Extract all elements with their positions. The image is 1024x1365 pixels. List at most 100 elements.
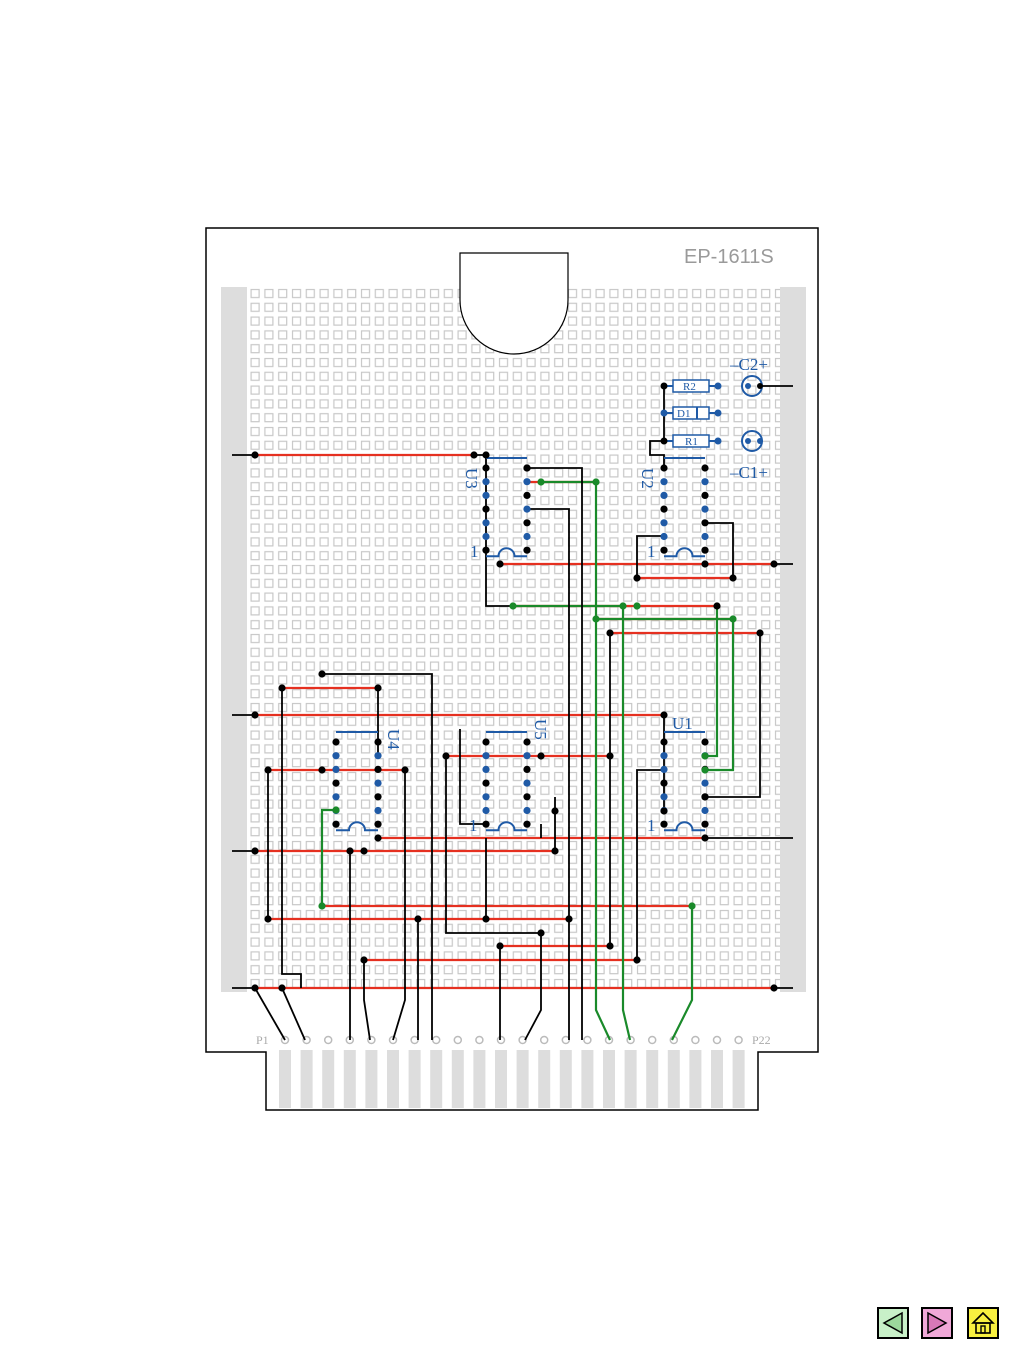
ic-outline [664,731,705,832]
junction-dot [251,847,259,855]
junction-dot [264,766,272,774]
connector-finger [495,1050,507,1108]
ic-pin [482,765,490,774]
ic-pin [482,738,490,746]
connector-pad [496,1035,506,1045]
junction-dot [374,834,382,842]
ic-pin [660,491,668,499]
ic-pin [374,738,382,746]
junction-dot [251,451,259,459]
board-title: EP-1611S [684,246,774,268]
ic-pin [660,505,668,513]
junction-dot [278,984,286,992]
right-rail [780,287,806,992]
ic-u1 [660,731,709,832]
home-button[interactable] [967,1307,999,1339]
junction-dot [401,766,409,774]
pin-label-last: P22 [752,1033,771,1047]
junction-dot [770,560,778,568]
ic-pin [660,793,668,801]
r2-label: R2 [683,381,696,393]
ic-pin [523,532,531,541]
ic-pin [482,532,490,541]
junction-dot [318,902,326,910]
connector-pad [734,1035,743,1045]
connector-pad [410,1035,419,1045]
ic-u2 [660,457,709,558]
pin-label-first: P1 [256,1033,269,1047]
junction-dot [551,847,559,855]
ic-u4 [332,731,382,832]
next-button[interactable] [921,1307,953,1339]
connector-finger [365,1050,378,1108]
hole-grid [247,287,780,992]
ic-pin [660,478,668,486]
ic-pin [482,546,490,554]
triangle-left-icon [882,1311,903,1335]
ic-pin [482,478,490,486]
ic-pin [523,820,531,828]
ic-group [332,457,709,832]
ic-pin [660,779,668,787]
ic-pin [523,793,531,801]
ic-pin [482,779,490,787]
junction-dot [496,560,504,568]
junction-dot [701,834,709,842]
connector-pad [518,1035,527,1045]
connector-pad [323,1035,333,1045]
ic-pin [701,464,709,472]
ic-pin [660,820,668,828]
black-wires [232,386,793,1041]
junction-dot [729,615,737,623]
junction-dot [360,847,368,855]
ic-pin [660,464,668,472]
connector-finger [473,1050,486,1108]
ic-pin [523,752,531,760]
connector-finger [559,1050,572,1108]
connector-finger [538,1050,551,1108]
junction-dot [346,847,354,855]
u3-label: U3 [462,468,481,489]
r1-label: R1 [685,436,698,448]
junction-dot [318,670,326,678]
junction-dot [592,478,600,486]
junction-dot [251,711,259,719]
ic-pin [523,505,531,513]
junction-dot [606,752,614,760]
junction-dot [374,684,382,692]
junction-dot [701,752,709,760]
connector-finger [430,1050,443,1108]
ic-pin [523,546,531,554]
ic-pin [660,532,668,541]
ic-pin [332,793,340,801]
junction-dot [729,574,737,582]
connector-finger [624,1050,637,1108]
ic-pin [523,806,531,815]
junction-dot [482,451,490,459]
ic-pin [374,752,382,760]
previous-button[interactable] [877,1307,909,1339]
junction-dot [565,915,573,923]
triangle-right-icon [927,1311,948,1335]
junction-dot [496,942,504,950]
ic-pin [374,765,382,774]
u1-pin1-marker: 1 [647,816,656,835]
ic-pin [523,765,531,774]
u5-pin1-marker: 1 [469,816,478,835]
ic-pin [374,793,382,801]
ic-pin [482,491,490,499]
ic-pin [482,464,490,472]
junction-dot [278,684,286,692]
connector-pad [647,1035,657,1045]
junction-dot [332,806,340,814]
junction-dot [318,766,326,774]
junction-dot [264,915,272,923]
u4-label: U4 [384,729,403,750]
ic-pin [332,820,340,828]
connector-pad [453,1035,463,1045]
ic-pin [660,765,668,774]
u1-label: U1 [672,714,693,733]
ic-pin [332,752,340,760]
connector-finger [667,1050,680,1108]
ic-pin [523,519,531,527]
